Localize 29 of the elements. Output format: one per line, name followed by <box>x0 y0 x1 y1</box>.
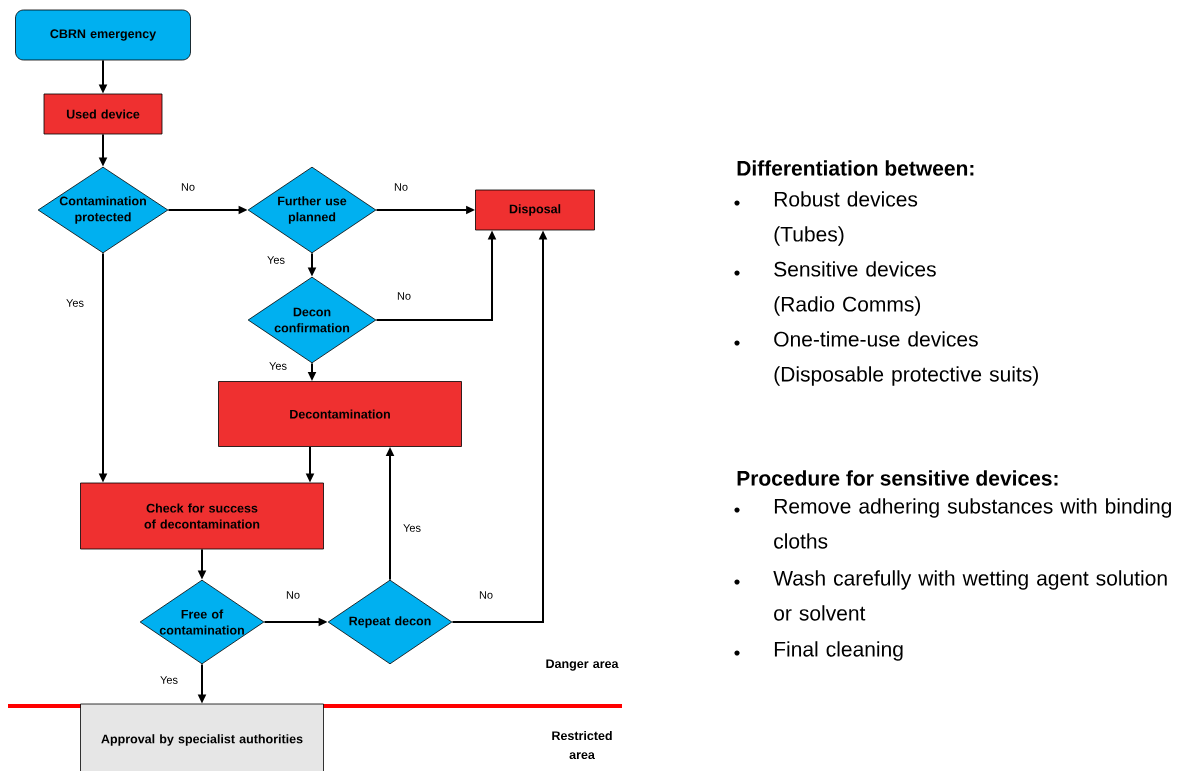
edge-label: Yes <box>402 523 422 533</box>
list-item: Remove adhering substances with binding cloths <box>774 498 1171 549</box>
list-item: (Disposable protective suits) <box>774 366 1038 386</box>
edge-label: Yes <box>159 675 179 685</box>
area-label: Restricted area <box>552 730 612 760</box>
edge-label: No <box>180 182 197 192</box>
edge-label: Yes <box>65 298 85 308</box>
process-box: Used device <box>43 93 163 135</box>
process-box: Disposal <box>475 189 595 231</box>
heading: Differentiation between: <box>737 160 974 176</box>
list-item: One-time-use devices <box>774 331 978 347</box>
edge-label: No <box>285 590 302 600</box>
edge-label: No <box>478 590 495 600</box>
list-item: Final cleaning <box>774 641 903 661</box>
edge-label: No <box>396 291 413 301</box>
approval-box: Approval by specialist authorities <box>80 703 324 771</box>
edge-label: Yes <box>268 361 288 371</box>
process-box: Decontamination <box>218 381 462 447</box>
process-box: Check for success of decontamination <box>80 482 324 550</box>
list-item: Sensitive devices <box>774 261 936 277</box>
area-label: Danger area <box>546 659 619 671</box>
start-box: CBRN emergency <box>15 9 191 61</box>
list-item: Robust devices <box>774 191 918 207</box>
edge-label: Yes <box>266 255 286 265</box>
heading: Procedure for sensitive devices: <box>737 470 1058 486</box>
list-item: (Radio Comms) <box>774 296 921 316</box>
edge-label: No <box>393 182 410 192</box>
list-item: Wash carefully with wetting agent solution or solvent <box>773 570 1167 621</box>
list-item: (Tubes) <box>774 226 844 246</box>
